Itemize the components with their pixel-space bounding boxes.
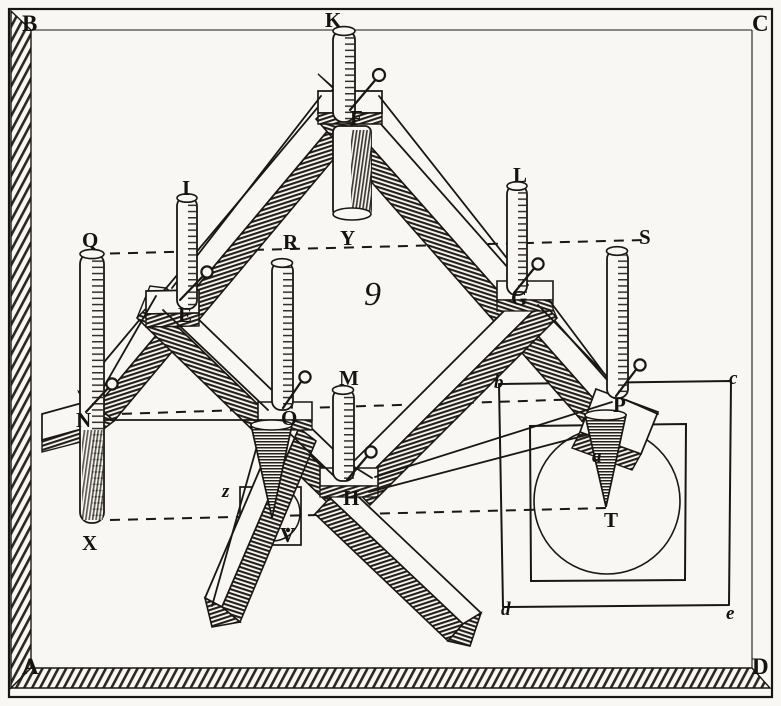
screw-G [512, 257, 545, 295]
screw-F [348, 67, 387, 112]
joint-label-H: H [343, 486, 360, 510]
thumb-screws [84, 67, 647, 482]
screw-N [84, 377, 119, 414]
rod-label-R: R [283, 230, 299, 254]
rod-label-I: I [182, 176, 191, 200]
rod-label-S: S [639, 225, 651, 249]
point-label-T: T [604, 508, 619, 532]
joint-label-N: N [76, 408, 92, 432]
joint-label-F: F [350, 106, 363, 130]
guide-XVT [109, 507, 609, 521]
joint-label-P: P [613, 393, 626, 417]
copy-sheet [498, 380, 732, 608]
point-label-d: d [501, 599, 511, 620]
rod-label-X: X [82, 531, 98, 555]
rod-I [176, 193, 198, 310]
rod-K [332, 25, 356, 123]
rod-label-K: K [325, 8, 342, 32]
guide-QRS [91, 239, 646, 255]
rod-R [270, 257, 294, 411]
screw-P [614, 358, 647, 398]
corner-label-C: C [752, 11, 769, 36]
tracer-cone-V [249, 419, 294, 519]
rod-label-M: M [339, 366, 359, 390]
point-label-V: V [280, 523, 296, 547]
screw-E [178, 265, 214, 302]
rod-L [506, 181, 528, 296]
figure-number: 9 [364, 276, 381, 313]
point-label-e: e [726, 603, 735, 624]
point-label-z: z [222, 481, 230, 502]
point-label-c: c [729, 368, 738, 389]
plate-frame [7, 7, 774, 699]
joint-label-O: O [281, 406, 298, 430]
corner-label-D: D [752, 654, 769, 679]
joint-label-E: E [178, 303, 193, 327]
corner-label-A: A [22, 654, 39, 679]
drum-label-Y: Y [340, 226, 356, 250]
joint-label-G: G [511, 286, 528, 310]
rod-label-Q: Q [82, 228, 99, 252]
screw-H [345, 445, 378, 482]
point-label-b: b [494, 372, 504, 393]
point-label-a: a [592, 446, 602, 467]
corner-label-B: B [22, 11, 38, 36]
rod-S [605, 245, 629, 399]
rod-Q-X [79, 248, 105, 524]
rod-label-L: L [513, 163, 528, 187]
screw-O [281, 370, 312, 410]
pencil-cone-T [583, 409, 628, 508]
drum-Y [332, 125, 372, 221]
beam-H-tail [313, 483, 483, 647]
rod-M [331, 384, 355, 482]
